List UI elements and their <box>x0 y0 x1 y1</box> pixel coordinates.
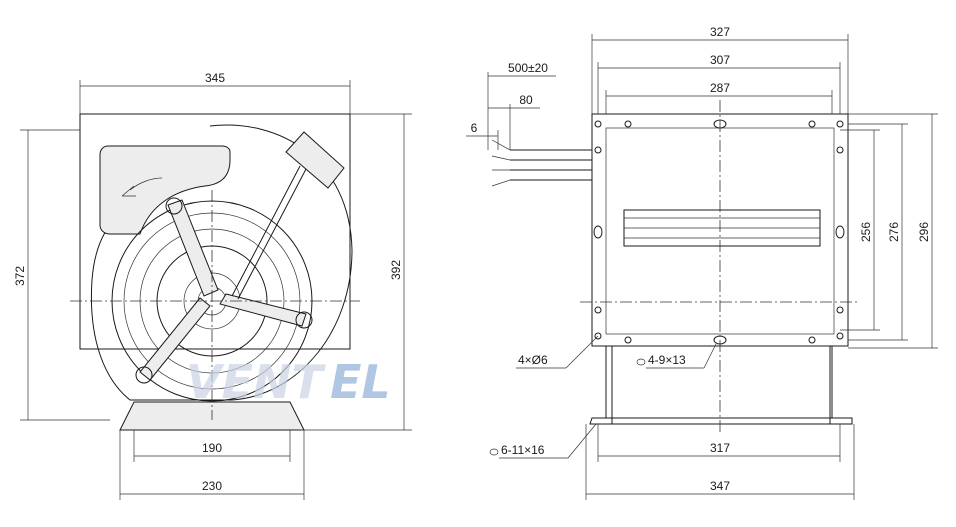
arm-bolt-bottom <box>135 366 153 384</box>
dim-side-327: 327 <box>710 25 730 39</box>
hole-icon <box>808 120 816 128</box>
dim-side-256: 256 <box>859 222 873 242</box>
hole-icon <box>624 336 632 344</box>
watermark-text-dark: VENT <box>186 355 327 409</box>
front-flange <box>79 113 351 350</box>
hole-icon <box>836 120 844 128</box>
dim-front-345: 345 <box>205 71 225 85</box>
arm-bolt-right <box>295 311 313 329</box>
support-arm-top <box>167 199 219 297</box>
dim-cable-end: 6 <box>471 121 478 135</box>
slot-symbol-icon <box>489 448 499 456</box>
side-base <box>589 417 853 425</box>
support-arm-right <box>219 293 307 327</box>
slot-icon <box>593 225 603 239</box>
hole-icon <box>594 332 602 340</box>
dim-front-392: 392 <box>389 260 403 280</box>
dim-cable-length: 500±20 <box>508 61 548 75</box>
dim-side-317: 317 <box>710 441 730 455</box>
dim-front-190: 190 <box>202 441 222 455</box>
note-holes-round: 4×Ø6 <box>518 353 548 367</box>
hole-icon <box>594 306 602 314</box>
arm-bolt-top <box>165 197 183 215</box>
leader-line <box>567 423 597 459</box>
dim-side-296: 296 <box>917 222 931 242</box>
dim-front-372: 372 <box>13 266 27 286</box>
hole-icon <box>808 336 816 344</box>
outlet-window <box>99 145 231 235</box>
note-slots-top: 4-9×13 <box>648 353 686 367</box>
hole-icon <box>624 120 632 128</box>
slot-icon <box>835 225 845 239</box>
side-view: 327 307 287 500±20 80 6 256 276 <box>466 25 938 500</box>
dim-side-287: 287 <box>710 81 730 95</box>
dim-front-230: 230 <box>202 479 222 493</box>
slot-symbol-icon <box>636 358 646 366</box>
front-view: 345 372 392 190 230 <box>13 71 412 500</box>
hole-icon <box>594 120 602 128</box>
watermark-text-light: EL <box>330 355 391 409</box>
terminal-box <box>285 131 345 189</box>
dim-side-307: 307 <box>710 53 730 67</box>
hole-icon <box>594 146 602 154</box>
leader-line <box>703 343 717 369</box>
dim-cable-strip: 80 <box>519 93 533 107</box>
hole-icon <box>836 306 844 314</box>
side-body <box>611 345 831 425</box>
watermark: VENT EL <box>186 355 391 409</box>
hole-icon <box>836 332 844 340</box>
note-slots-base: 6-11×16 <box>501 443 545 457</box>
dim-side-276: 276 <box>887 222 901 242</box>
cable-rod <box>231 165 307 300</box>
leader-line <box>565 335 599 369</box>
airflow-arrow-icon <box>121 177 163 197</box>
cable-wire-ends <box>491 139 511 187</box>
hole-icon <box>836 146 844 154</box>
dim-side-347: 347 <box>710 479 730 493</box>
support-arm-bottom <box>139 297 211 381</box>
cable <box>510 149 592 181</box>
